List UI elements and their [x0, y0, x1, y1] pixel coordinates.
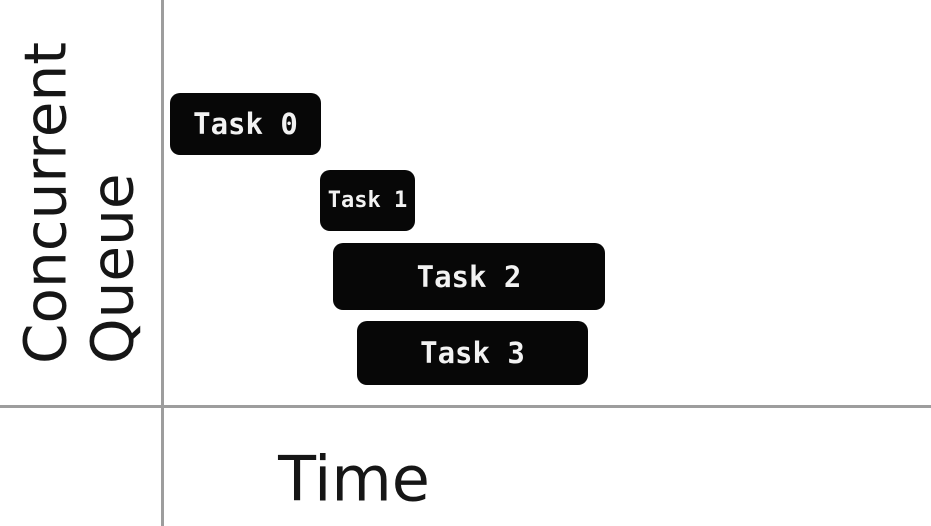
task-bar-1: Task 1 [320, 170, 415, 231]
task-bar-2: Task 2 [333, 243, 605, 310]
task-bar-3: Task 3 [357, 321, 588, 385]
y-axis-label-line-1: Concurrent [11, 42, 80, 364]
y-axis-line [161, 0, 164, 526]
y-axis-label: Concurrent Queue [11, 42, 146, 364]
x-axis-line [0, 405, 931, 408]
y-axis-label-line-2: Queue [78, 173, 146, 364]
task-bar-0: Task 0 [170, 93, 321, 155]
x-axis-label: Time [278, 442, 430, 516]
